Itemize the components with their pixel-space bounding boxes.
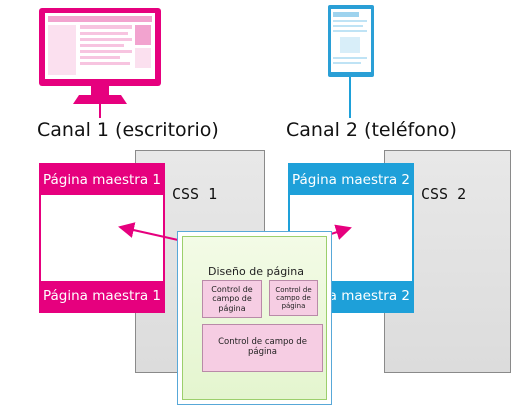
phone-icon bbox=[326, 4, 376, 78]
page-layout-body bbox=[182, 236, 327, 400]
css-1-label: CSS 1 bbox=[172, 185, 218, 203]
master-page-1: Página maestra 1 Página maestra 1 bbox=[39, 163, 165, 313]
master-page-1-header: Página maestra 1 bbox=[41, 165, 163, 195]
desktop-monitor-icon bbox=[35, 6, 165, 106]
channel-1-caption: Canal 1 (escritorio) bbox=[37, 119, 219, 141]
page-layout-title: Diseño de página bbox=[208, 265, 304, 278]
master-page-1-footer: Página maestra 1 bbox=[41, 281, 163, 311]
css-2-label: CSS 2 bbox=[421, 185, 467, 203]
page-layout: Diseño de página Control de campo de pág… bbox=[177, 231, 332, 405]
page-field-control-c: Control de campo de página bbox=[202, 324, 323, 372]
page-field-control-b: Control de campo de página bbox=[269, 280, 318, 316]
channel-2-caption: Canal 2 (teléfono) bbox=[286, 119, 457, 141]
master-page-2-header: Página maestra 2 bbox=[290, 165, 412, 195]
page-field-control-a: Control de campo de página bbox=[202, 280, 262, 318]
